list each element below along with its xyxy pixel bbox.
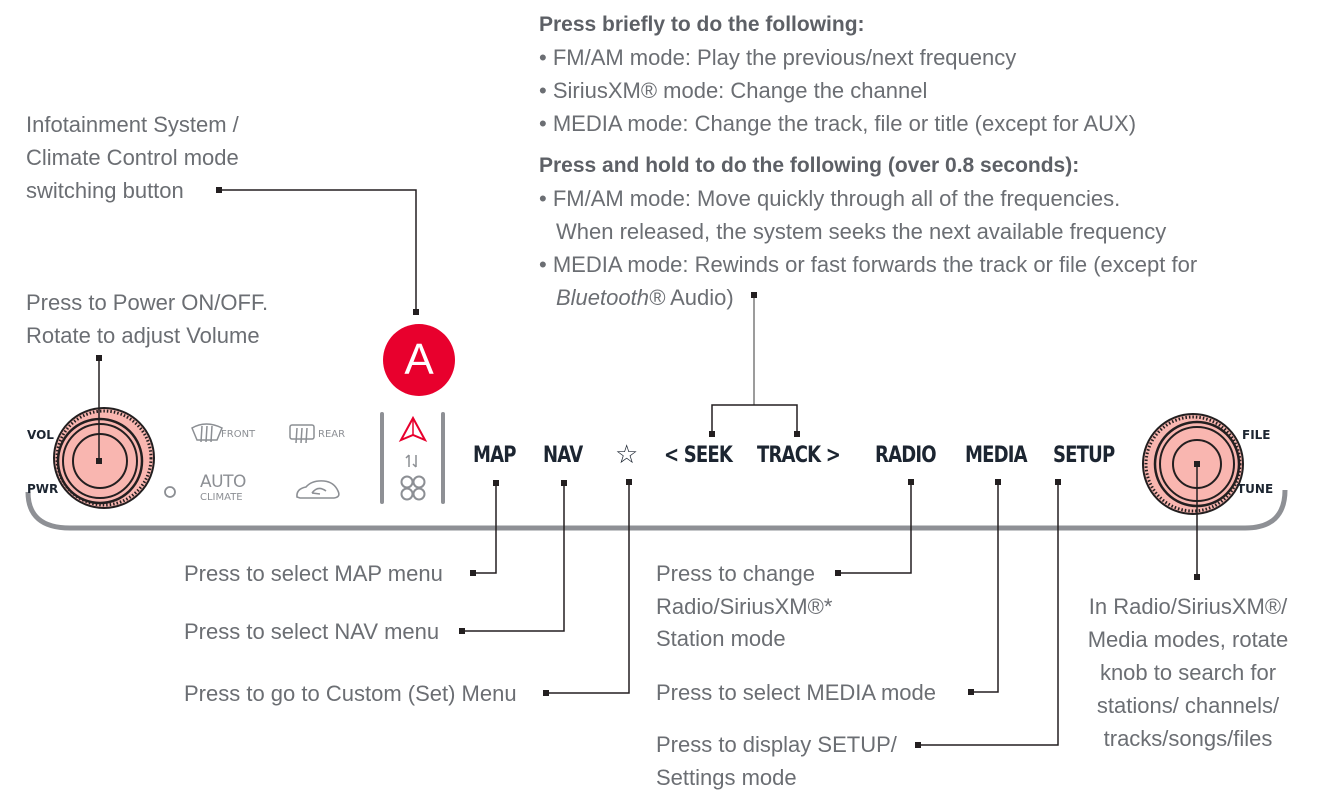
pwr-label: PWR bbox=[27, 482, 59, 496]
fan-icon[interactable] bbox=[400, 475, 426, 501]
climate-label: CLIMATE bbox=[200, 492, 243, 503]
connector-lines bbox=[98, 189, 1198, 746]
divider-left bbox=[380, 412, 384, 504]
indicator-dot bbox=[164, 486, 176, 498]
rear-defrost-label: REAR bbox=[318, 429, 346, 440]
callout-line: Climate Control mode bbox=[26, 145, 239, 170]
connector-markers bbox=[96, 187, 1200, 748]
brief-heading: Press briefly to do the following: bbox=[539, 13, 865, 36]
tune-knob[interactable] bbox=[1142, 413, 1244, 515]
callout-line: stations/ channels/ bbox=[1096, 693, 1280, 718]
track-button[interactable]: TRACK > bbox=[757, 443, 841, 468]
callout-line: Station mode bbox=[656, 626, 786, 651]
tune-label: TUNE bbox=[1237, 482, 1274, 496]
marker-a-label: A bbox=[404, 335, 434, 384]
hold-item: When released, the system seeks the next… bbox=[556, 219, 1167, 244]
nav-button[interactable]: NAV bbox=[543, 443, 583, 468]
callout-line: knob to search for bbox=[1099, 660, 1277, 685]
callout-line: Radio/SiriusXM®* bbox=[656, 594, 833, 619]
file-label: FILE bbox=[1242, 428, 1271, 442]
callout-line: tracks/songs/files bbox=[1103, 726, 1273, 751]
callout-nav: Press to select NAV menu bbox=[184, 619, 440, 644]
map-button[interactable]: MAP bbox=[473, 443, 516, 468]
auto-climate-button[interactable]: AUTO bbox=[200, 472, 246, 492]
swap-arrows-icon bbox=[405, 454, 417, 468]
marker-a-circle bbox=[383, 324, 455, 396]
brief-item: • FM/AM mode: Play the previous/next fre… bbox=[539, 45, 1017, 70]
bluetooth-text: Bluetooth® bbox=[556, 285, 666, 310]
panel-outline bbox=[25, 489, 1288, 531]
callout-map: Press to select MAP menu bbox=[184, 561, 443, 586]
setup-button[interactable]: SETUP bbox=[1053, 443, 1115, 468]
callout-tune: In Radio/SiriusXM®/ Media modes, rotate … bbox=[1068, 590, 1308, 755]
callout-line: switching button bbox=[26, 178, 184, 203]
front-defrost-icon[interactable] bbox=[191, 423, 223, 443]
rear-defrost-icon[interactable] bbox=[289, 424, 315, 444]
divider-right bbox=[441, 412, 445, 504]
hold-item: • FM/AM mode: Move quickly through all o… bbox=[539, 186, 1121, 211]
callout-line: Rotate to adjust Volume bbox=[26, 323, 260, 348]
callout-custom: Press to go to Custom (Set) Menu bbox=[184, 681, 517, 706]
hold-item: • MEDIA mode: Rewinds or fast forwards t… bbox=[539, 252, 1198, 277]
volume-knob[interactable] bbox=[53, 407, 155, 509]
recirculation-icon[interactable] bbox=[296, 480, 340, 499]
callout-line: Settings mode bbox=[656, 765, 797, 790]
callout-line: Press to Power ON/OFF. bbox=[26, 290, 269, 315]
callout-line: Media modes, rotate bbox=[1087, 627, 1289, 652]
brief-item: • MEDIA mode: Change the track, file or … bbox=[539, 111, 1137, 136]
star-favorite-button[interactable]: ☆ bbox=[615, 440, 638, 470]
brief-item: • SiriusXM® mode: Change the channel bbox=[539, 78, 928, 103]
media-button[interactable]: MEDIA bbox=[965, 443, 1028, 468]
vol-label: VOL bbox=[27, 428, 54, 442]
callout-line: Infotainment System / bbox=[26, 112, 239, 137]
radio-button[interactable]: RADIO bbox=[875, 443, 937, 468]
hold-heading: Press and hold to do the following (over… bbox=[539, 154, 1080, 177]
callout-line: In Radio/SiriusXM®/ bbox=[1088, 594, 1288, 619]
navigation-icon[interactable] bbox=[398, 415, 428, 443]
front-defrost-label: FRONT bbox=[221, 429, 256, 440]
seek-button[interactable]: < SEEK bbox=[664, 443, 733, 468]
callout-line: Press to display SETUP/ bbox=[656, 732, 897, 757]
callout-media: Press to select MEDIA mode bbox=[656, 680, 936, 705]
hold-item-last: Bluetooth® Audio) bbox=[556, 281, 734, 314]
audio-text: Audio) bbox=[665, 285, 734, 310]
callout-line: Press to change bbox=[656, 561, 815, 586]
